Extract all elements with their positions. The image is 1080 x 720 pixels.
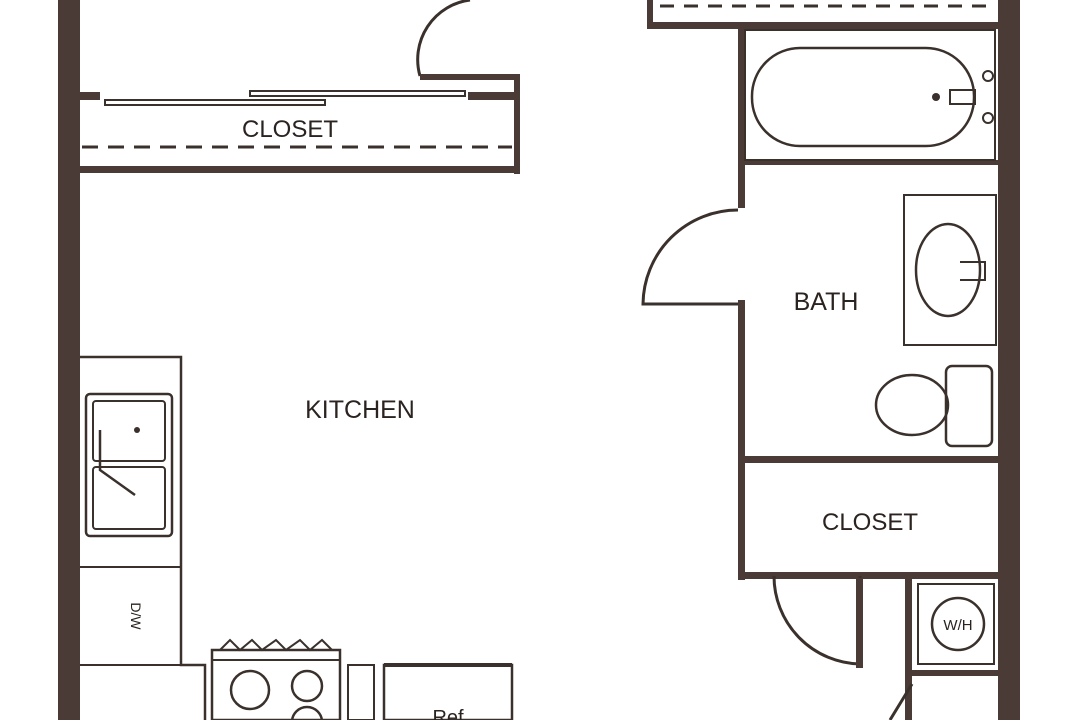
water-heater-icon bbox=[930, 596, 986, 652]
burner-icon bbox=[229, 669, 271, 711]
entry-door-swing bbox=[416, 0, 471, 77]
vanity-faucet-icon bbox=[960, 261, 986, 281]
toilet-icon bbox=[874, 364, 994, 448]
tub-faucet-icon bbox=[949, 89, 976, 105]
sliding-door-back bbox=[249, 90, 466, 97]
vanity-sink-icon bbox=[914, 222, 982, 318]
kitchen-label: KITCHEN bbox=[305, 396, 415, 424]
refrigerator: Ref bbox=[382, 663, 514, 720]
top-closet: CLOSET bbox=[80, 74, 520, 174]
hall-closet: CLOSET bbox=[772, 509, 918, 668]
kitchen-counter bbox=[80, 355, 207, 720]
water-heater-closet: W/H bbox=[888, 578, 1000, 720]
water-heater-label: W/H bbox=[943, 617, 972, 634]
burner-icon bbox=[290, 705, 324, 720]
hall-closet-label: CLOSET bbox=[822, 509, 918, 536]
kitchen-sink-icon bbox=[84, 392, 174, 538]
bath-door-swing bbox=[641, 208, 739, 306]
top-closet-label: CLOSET bbox=[242, 116, 338, 143]
sliding-door-front bbox=[104, 99, 326, 106]
top-right-wall-strip bbox=[647, 0, 653, 28]
top-right-bottom-wall bbox=[647, 22, 998, 29]
wh-door-swing bbox=[888, 683, 914, 720]
bathtub bbox=[744, 29, 996, 161]
kitchen-faucet-icon bbox=[98, 430, 136, 497]
hall-closet-door-swing bbox=[772, 575, 862, 666]
right-exterior-wall bbox=[998, 0, 1020, 720]
bath-label: BATH bbox=[794, 288, 859, 316]
dishwasher-label: D/W bbox=[128, 602, 144, 630]
range-stove bbox=[210, 638, 375, 720]
burner-icon bbox=[290, 669, 324, 703]
left-exterior-wall bbox=[58, 0, 80, 720]
tub-drain-icon bbox=[932, 93, 940, 101]
bath-vanity bbox=[903, 194, 997, 346]
bath-walls bbox=[738, 28, 1000, 580]
refrigerator-label: Ref bbox=[432, 707, 464, 720]
